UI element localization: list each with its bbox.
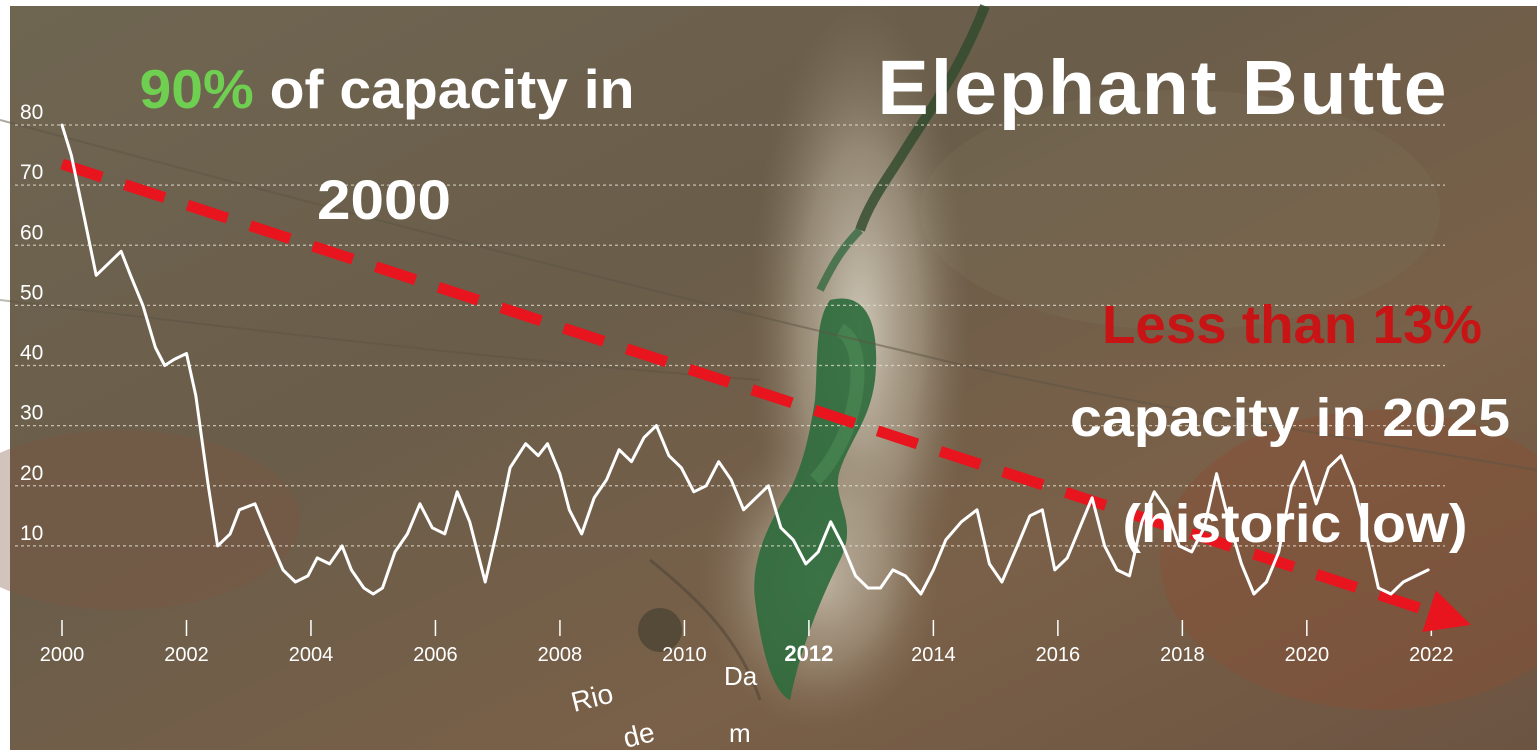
y-tick-label-50: 50 xyxy=(20,281,43,304)
y-tick-label-10: 10 xyxy=(20,522,43,545)
map-label-da: Da xyxy=(724,661,758,691)
series-layer xyxy=(60,123,1430,596)
y-tick-label-20: 20 xyxy=(20,462,43,485)
y-tick-label-30: 30 xyxy=(20,402,43,425)
x-tick-label-2012: 2012 xyxy=(784,641,833,666)
chart-grid xyxy=(15,124,1445,547)
top-left-percentage: 90% xyxy=(140,58,254,120)
x-tick-label-2004: 2004 xyxy=(289,644,334,666)
y-tick-label-60: 60 xyxy=(20,221,43,244)
x-tick-label-2020: 2020 xyxy=(1285,644,1330,666)
chart-title: Elephant Butte xyxy=(877,45,1448,131)
x-tick-label-2016: 2016 xyxy=(1036,644,1081,666)
chart-axes: 10 20 30 40 50 60 70 80 2000 2002 2004 2006 2008 2010… xyxy=(20,101,1454,666)
y-tick-label-40: 40 xyxy=(20,342,43,365)
x-tick-label-2010: 2010 xyxy=(662,644,707,666)
map-label-de: de xyxy=(620,716,658,750)
right-caption-line1: Less than 13% xyxy=(1102,295,1482,355)
trend-arrow xyxy=(60,158,1471,633)
y-tick-label-70: 70 xyxy=(20,161,43,184)
trend-arrow-layer xyxy=(60,158,1471,633)
x-tick-label-2018: 2018 xyxy=(1160,644,1205,666)
x-tick-label-2002: 2002 xyxy=(164,644,209,666)
x-tick-label-2006: 2006 xyxy=(413,644,458,666)
top-left-caption: 90% of capacity in xyxy=(140,58,635,120)
x-tick-label-2008: 2008 xyxy=(538,644,583,666)
x-tick-label-2014: 2014 xyxy=(911,644,956,666)
capacity-series-line xyxy=(60,123,1430,596)
x-tick-label-2022: 2022 xyxy=(1409,644,1454,666)
x-tick-label-2000: 2000 xyxy=(40,644,85,666)
y-tick-label-80: 80 xyxy=(20,101,43,124)
map-label-m: m xyxy=(729,718,751,748)
reservoir-water xyxy=(754,298,877,700)
top-left-year: 2000 xyxy=(317,168,451,231)
right-caption-line3: (historic low) xyxy=(1123,494,1468,554)
top-left-text: of capacity in xyxy=(254,58,635,120)
right-caption-line2: capacity in 2025 xyxy=(1070,388,1510,448)
